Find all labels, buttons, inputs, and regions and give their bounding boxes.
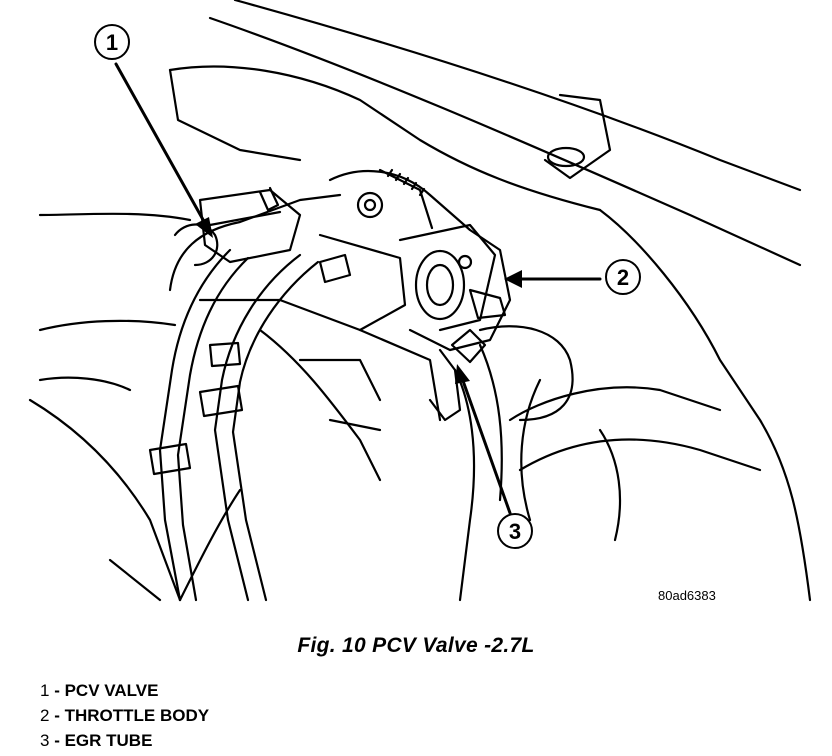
fender-panel [28, 212, 192, 602]
egr-tube [428, 328, 503, 602]
legend-label: PCV VALVE [64, 681, 159, 700]
callout-1: 1 [94, 24, 130, 60]
legend-label: THROTTLE BODY [64, 706, 210, 725]
callout-1-number: 1 [106, 30, 118, 55]
callout-2-number: 2 [617, 265, 629, 290]
hood-panel [168, 0, 812, 602]
leader-lines [114, 62, 602, 515]
callout-3: 3 [497, 513, 533, 549]
intake-manifold [168, 193, 442, 602]
air-intake-duct [478, 325, 762, 542]
pcv-valve [173, 186, 302, 267]
throttle-body [318, 168, 512, 352]
engine-illustration: 1 2 3 [28, 0, 812, 602]
legend-item: 1 - PCV VALVE [40, 681, 159, 700]
figure-caption: Fig. 10 PCV Valve -2.7L [297, 634, 535, 657]
legend-item: 2 - THROTTLE BODY [40, 706, 210, 725]
legend: 1 - PCV VALVE 2 - THROTTLE BODY 3 - EGR … [40, 678, 209, 753]
legend-label: EGR TUBE [64, 731, 153, 750]
legend-number: 3 [40, 731, 50, 750]
arrowhead-2 [504, 270, 522, 288]
arrowhead-1 [195, 217, 213, 238]
arrowhead-3 [455, 364, 470, 384]
callout-3-number: 3 [509, 519, 521, 544]
figure-code: 80ad6383 [658, 588, 716, 603]
legend-number: 2 [40, 706, 50, 725]
callout-2: 2 [605, 259, 641, 295]
vacuum-hoses [148, 248, 352, 602]
legend-number: 1 [40, 681, 50, 700]
legend-item: 3 - EGR TUBE [40, 731, 153, 750]
